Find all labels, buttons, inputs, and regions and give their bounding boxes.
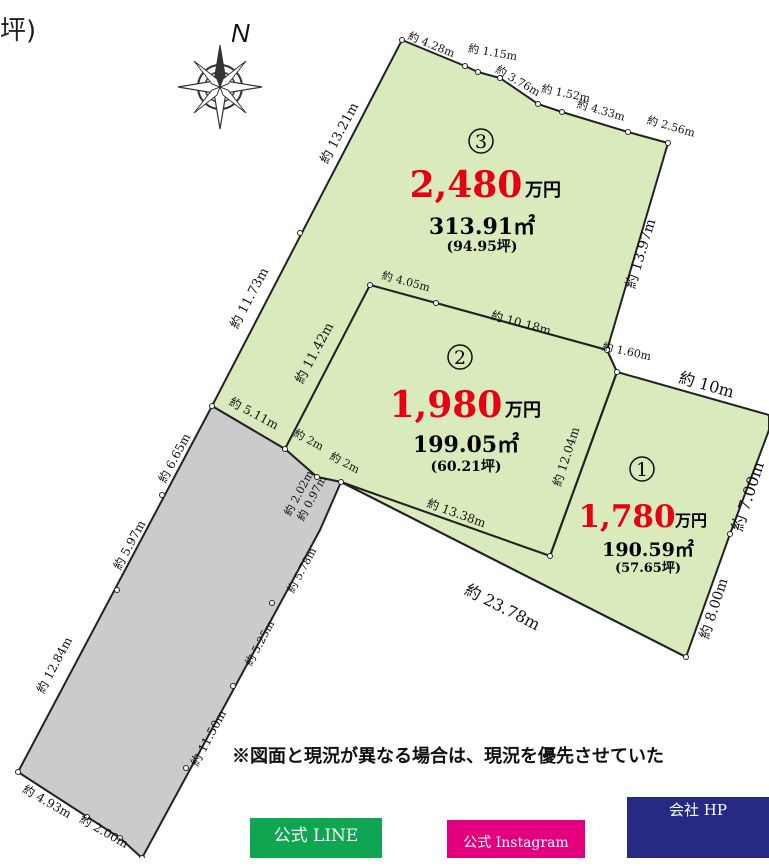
corner-text: 坪) — [0, 16, 37, 46]
lot-3-price: 2,480 — [410, 164, 523, 206]
official-instagram-button[interactable]: 公式 Instagram — [447, 820, 585, 858]
lot-2-price-unit: 万円 — [504, 400, 541, 421]
lot-3-label: 3 2,480 万円 313.91㎡ (94.95坪) — [410, 128, 561, 255]
lot-2-tsubo: (60.21坪) — [430, 459, 501, 475]
official-line-button[interactable]: 公式 LINE — [250, 818, 382, 858]
company-hp-button[interactable]: 会社 HP — [627, 797, 769, 858]
lot-3-tsubo: (94.95坪) — [446, 239, 517, 255]
lot-1-label: 1 1,780 万円 190.59㎡ (57.65坪) — [578, 456, 707, 576]
lot-2-area: 199.05㎡ — [413, 432, 519, 458]
lot-boundary — [340, 481, 687, 658]
compass-north-label: N — [231, 18, 250, 48]
disclaimer-notice: ※図面と現況が異なる場合は、現況を優先させていた — [232, 745, 664, 767]
lot-1-area: 190.59㎡ — [602, 538, 694, 561]
lot-3-number: 3 — [475, 131, 487, 153]
lot-1-tsubo: (57.65坪) — [615, 561, 681, 576]
lot-1-number: 1 — [636, 459, 648, 481]
compass-icon — [177, 44, 263, 130]
lot-1-price: 1,780 — [578, 499, 675, 535]
dimension-label: 約 1.15m — [467, 41, 519, 63]
lot-2-number: 2 — [454, 347, 466, 369]
road-shape — [16, 404, 343, 858]
lot-2-label: 2 1,980 万円 199.05㎡ (60.21坪) — [390, 344, 541, 475]
dimension-label: 約 2.56m — [645, 113, 697, 140]
lot-3-area: 313.91㎡ — [429, 214, 535, 240]
lot-1-shape — [340, 370, 769, 659]
dimension-label: 約 23.78m — [462, 580, 544, 634]
lot-1-price-unit: 万円 — [674, 511, 707, 530]
vertex-markers — [15, 37, 733, 858]
lot-2-price: 1,980 — [390, 384, 503, 426]
lot-3-price-unit: 万円 — [524, 180, 561, 201]
